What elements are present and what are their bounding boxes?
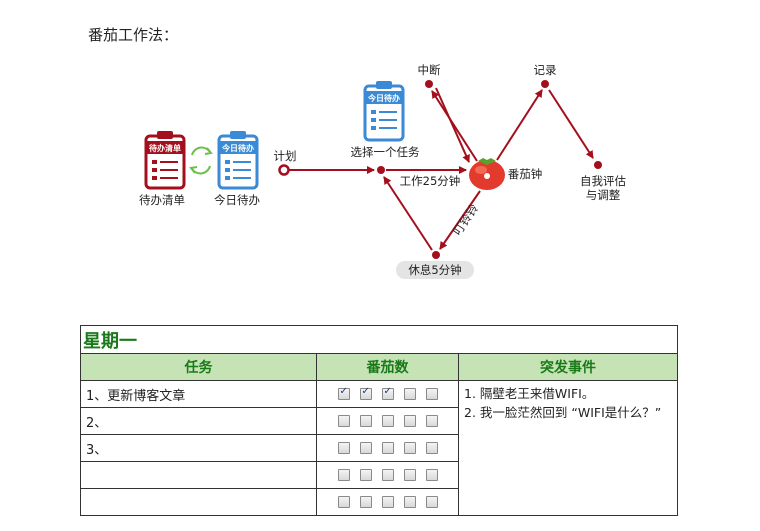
review-label-1: 自我评估	[580, 174, 626, 188]
table-row: 1、更新博客文章 1. 隔壁老王来借WIFI。 2. 我一脸茫然回到 “WIFI…	[80, 380, 678, 516]
table-row: 2、	[80, 407, 678, 435]
review-arrow	[548, 89, 594, 159]
tomato-label: 番茄钟	[508, 167, 543, 181]
header-pomodoros: 番茄数	[316, 353, 459, 381]
table-row	[80, 461, 678, 489]
weekly-task-table: 星期一 任务 番茄数 突发事件 1、更新博客文章 1. 隔壁老王来借WIFI。 …	[80, 325, 678, 516]
pomodoro-checkbox[interactable]	[403, 442, 416, 454]
pomodoro-checkbox[interactable]	[425, 469, 438, 481]
rest-label: 休息5分钟	[396, 261, 474, 279]
tomato-timer-icon	[469, 158, 505, 190]
today-todo-label: 今日待办	[214, 193, 260, 207]
pomodoro-checkbox-checked[interactable]	[359, 386, 372, 400]
resume-arrow	[435, 87, 470, 163]
plan-node	[278, 164, 290, 176]
pomodoro-checkbox[interactable]	[403, 469, 416, 481]
pomodoro-checkbox[interactable]	[359, 496, 372, 508]
table-row	[80, 488, 678, 516]
pomodoro-checkboxes	[316, 461, 459, 489]
pomodoro-checkbox[interactable]	[337, 442, 350, 454]
pick-task-board-text: 今日待办	[367, 93, 400, 103]
review-label-2: 与调整	[586, 188, 621, 202]
interrupt-label: 中断	[418, 63, 441, 77]
event-item: 1. 隔壁老王来借WIFI。	[464, 386, 595, 401]
today-todo-clipboard-icon: 今日待办	[217, 131, 259, 190]
pomodoro-checkbox-checked[interactable]	[337, 386, 350, 400]
header-task: 任务	[80, 353, 317, 381]
pomodoro-checkbox[interactable]	[425, 388, 438, 400]
pomodoro-checkbox[interactable]	[337, 469, 350, 481]
task-cell	[80, 488, 317, 516]
pick-task-label: 选择一个任务	[351, 145, 420, 159]
return-arrow	[383, 176, 433, 251]
rest-node	[432, 251, 440, 259]
pomodoro-checkbox[interactable]	[337, 496, 350, 508]
pomodoro-checkbox[interactable]	[359, 469, 372, 481]
work-label: 工作25分钟	[400, 174, 461, 188]
pomodoro-checkbox[interactable]	[425, 415, 438, 427]
interrupt-node	[425, 80, 433, 88]
task-cell: 1、更新博客文章	[80, 380, 317, 408]
pomodoro-checkbox[interactable]	[425, 496, 438, 508]
day-heading: 星期一	[80, 325, 678, 354]
pomodoro-checkbox[interactable]	[359, 415, 372, 427]
pomodoro-checkbox[interactable]	[425, 442, 438, 454]
bell-arrow	[439, 190, 481, 250]
todo-list-clipboard-icon: 待办清单	[144, 131, 186, 190]
pomodoro-checkbox[interactable]	[381, 496, 394, 508]
plan-label: 计划	[274, 149, 297, 163]
pomodoro-checkbox[interactable]	[403, 388, 416, 400]
bell-label: 叮铃铃	[450, 201, 481, 238]
pick-task-clipboard-icon: 今日待办	[363, 81, 405, 142]
todo-list-board-text: 待办清单	[148, 143, 181, 153]
pomodoro-checkbox[interactable]	[337, 415, 350, 427]
pomodoro-checkboxes	[316, 380, 459, 408]
pomodoro-checkbox[interactable]	[403, 496, 416, 508]
sync-icon	[189, 146, 213, 175]
record-label: 记录	[534, 63, 557, 77]
pomodoro-checkbox[interactable]	[359, 442, 372, 454]
pomodoro-checkbox[interactable]	[381, 469, 394, 481]
pomodoro-flow-diagram: 待办清单 待办清单 今日待办 今日待办 计划 今日待办 选择一个任务	[139, 63, 626, 259]
events-cell: 1. 隔壁老王来借WIFI。 2. 我一脸茫然回到 “WIFI是什么？”	[458, 380, 678, 516]
page-title: 番茄工作法：	[88, 26, 179, 44]
record-node	[541, 80, 549, 88]
event-item: 2. 我一脸茫然回到 “WIFI是什么？”	[464, 405, 662, 420]
pomodoro-checkbox[interactable]	[403, 415, 416, 427]
pomodoro-checkboxes	[316, 407, 459, 435]
pomodoro-checkbox-checked[interactable]	[381, 386, 394, 400]
header-events: 突发事件	[458, 353, 678, 381]
task-cell: 3、	[80, 434, 317, 462]
review-node	[594, 161, 602, 169]
table-row: 3、	[80, 434, 678, 462]
pomodoro-checkbox[interactable]	[381, 415, 394, 427]
todo-list-label: 待办清单	[139, 193, 185, 207]
pomodoro-checkbox[interactable]	[381, 442, 394, 454]
task-node	[377, 166, 385, 174]
pomodoro-checkboxes	[316, 434, 459, 462]
task-cell	[80, 461, 317, 489]
task-cell: 2、	[80, 407, 317, 435]
today-todo-board-text: 今日待办	[221, 143, 254, 153]
interrupt-arrow	[431, 90, 478, 162]
record-arrow	[496, 89, 543, 161]
pomodoro-checkboxes	[316, 488, 459, 516]
